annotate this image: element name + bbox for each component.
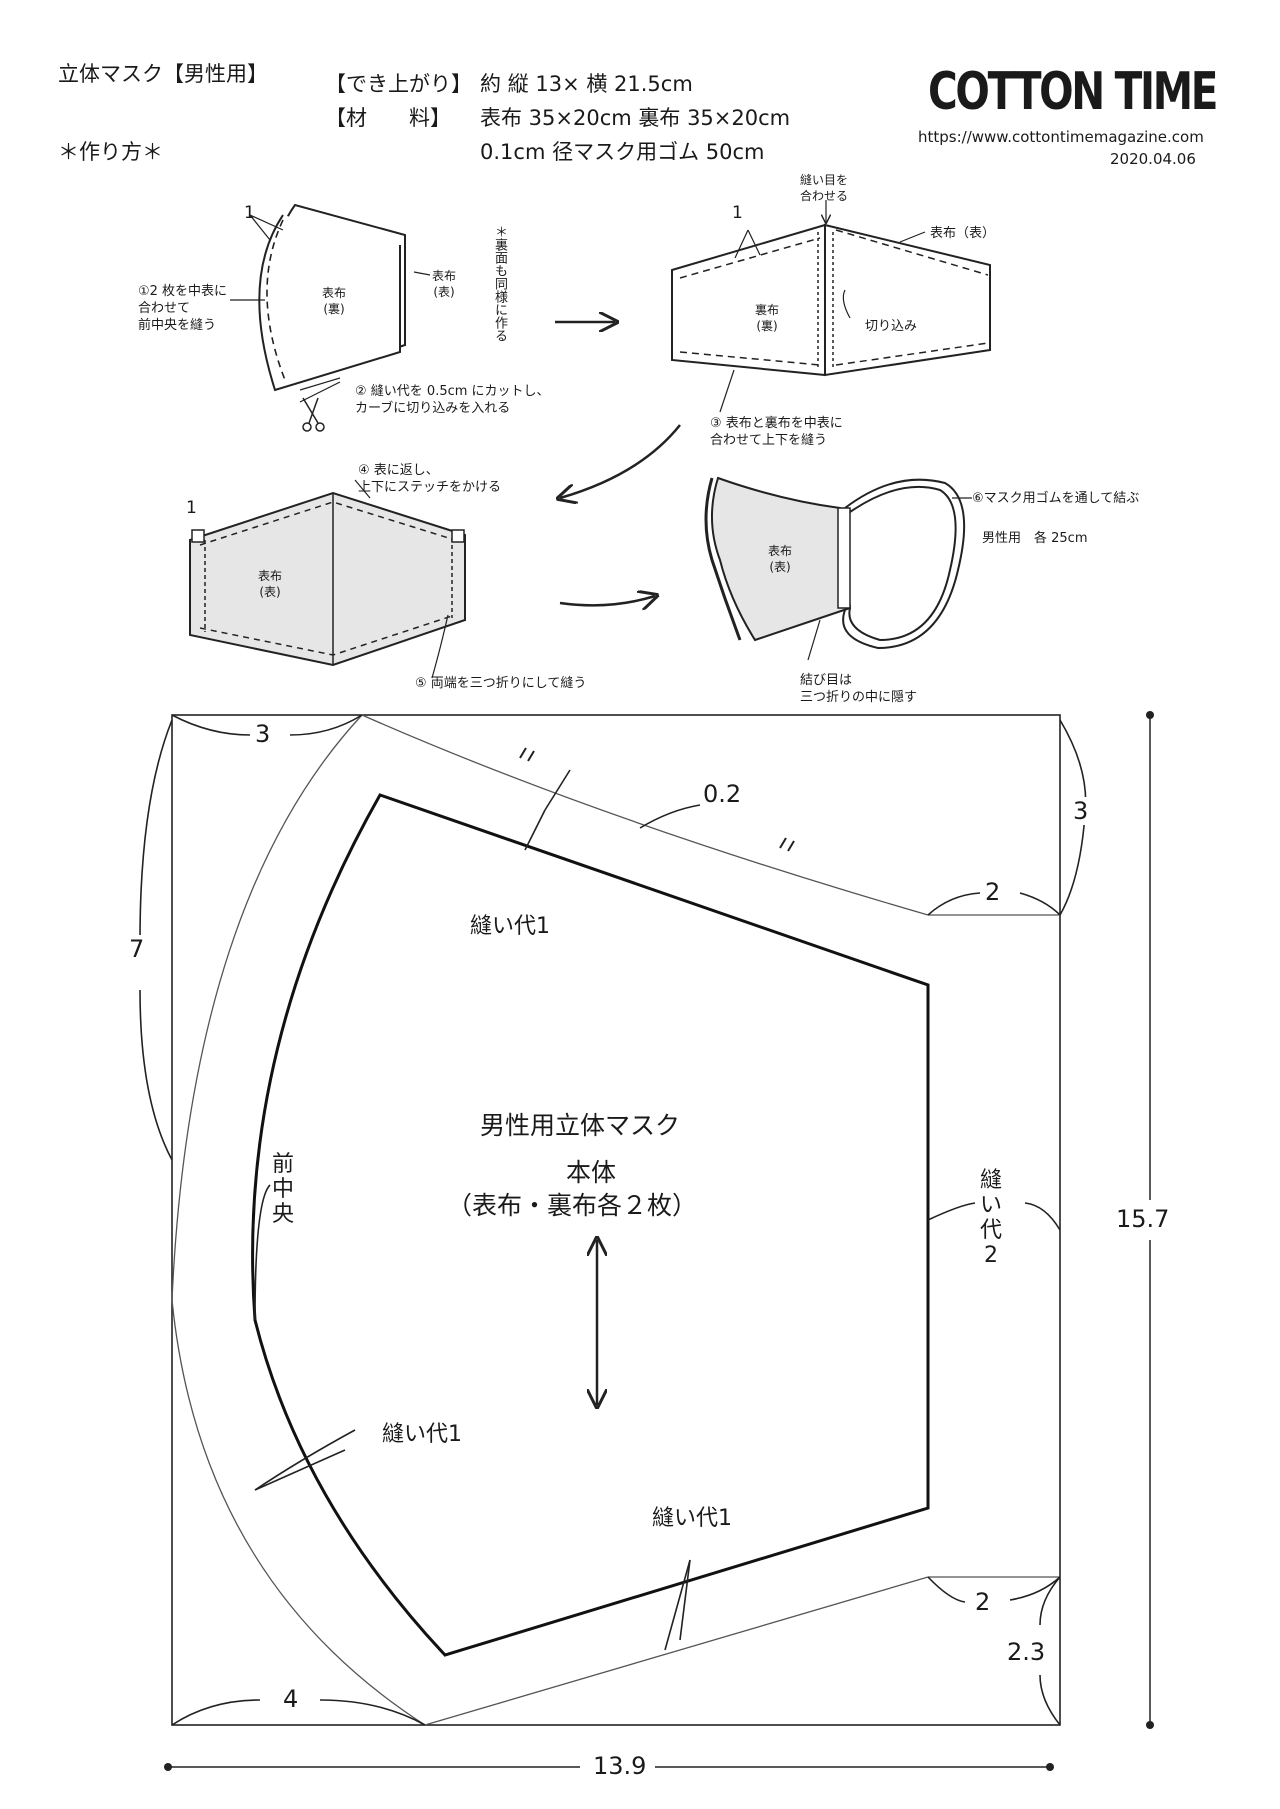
dim-height: 15.7 xyxy=(1116,1205,1170,1233)
seam-allowance-top: 縫い代1 xyxy=(470,914,550,939)
scissors-icon xyxy=(302,397,325,432)
date: 2020.04.06 xyxy=(1110,150,1196,168)
pattern-outer-frame xyxy=(171,714,1061,1726)
step1-label: ①2 枚を中表に 合わせて 前中央を縫う xyxy=(138,284,228,333)
material-line-2: 0.1cm 径マスク用ゴム 50cm xyxy=(480,140,765,164)
omote-label: 表布（表） xyxy=(930,226,996,241)
page-title: 立体マスク【男性用】 xyxy=(58,62,268,86)
step1-number: 1 xyxy=(244,203,255,223)
step1-outer-label: 表布 (表) xyxy=(432,269,457,299)
arrow-right-icon-2 xyxy=(559,596,655,605)
note-both-sides: ＊裏面も同様に作る xyxy=(492,225,507,342)
step3-drawing xyxy=(671,200,991,413)
step2-label: ② 縫い代を 0.5cm にカットし、 カーブに切り込みを入れる xyxy=(355,384,550,416)
step6-label: ⑥マスク用ゴムを通して結ぶ xyxy=(972,491,1140,506)
dim-top-left: 3 xyxy=(252,720,274,748)
dim-right-top: 3 xyxy=(1070,797,1092,825)
seam-allowance-left: 縫い代1 xyxy=(382,1422,462,1447)
step4-number: 1 xyxy=(186,498,197,518)
dim-width: 13.9 xyxy=(590,1752,650,1780)
pattern-cut-line xyxy=(171,714,1060,1726)
finished-label: 【でき上がり】 xyxy=(325,72,472,96)
step4-fabric-label: 表布 (表) xyxy=(258,569,283,599)
step3-label: ③ 表布と裏布を中表に 合わせて上下を縫う xyxy=(710,416,843,448)
step5-label: ⑤ 両端を三つ折りにして縫う xyxy=(415,676,587,691)
site-url: https://www.cottontimemagazine.com xyxy=(918,128,1204,146)
pattern-pieces: （表布・裏布各２枚） xyxy=(447,1191,698,1220)
dim-seam-0-2: 0.2 xyxy=(700,780,745,808)
front-center-label: 前 中 央 xyxy=(272,1152,295,1227)
lining-label: 裏布 (裏) xyxy=(755,303,780,333)
step1-drawing xyxy=(230,203,431,403)
material-label: 【材 料】 xyxy=(325,106,451,130)
seam-allowance-bottom: 縫い代1 xyxy=(652,1506,732,1531)
pattern-title: 男性用立体マスク xyxy=(480,1111,681,1140)
seam-align-label: 縫い目を 合わせる xyxy=(800,173,849,203)
cotton-time-logo: COTTON TIME xyxy=(928,62,1218,122)
how-to-heading: ＊作り方＊ xyxy=(58,140,163,164)
step4-label: ④ 表に返し、 上下にステッチをかける xyxy=(358,463,502,495)
step4-drawing xyxy=(189,479,466,679)
finished-size: 約 縦 13× 横 21.5cm xyxy=(480,72,693,96)
material-line-1: 表布 35×20cm 裏布 35×20cm xyxy=(480,106,791,130)
dim-right-2a: 2 xyxy=(982,878,1004,906)
seam-allowance-right: 縫 い 代 2 xyxy=(980,1168,1003,1268)
arrow-curve-icon xyxy=(560,424,681,498)
step3-number: 1 xyxy=(732,203,743,223)
dim-right-2b: 2 xyxy=(972,1588,994,1616)
dim-bottom-4: 4 xyxy=(280,1685,302,1713)
dim-left-7: 7 xyxy=(126,935,148,963)
match-mark-icon xyxy=(519,747,795,852)
notch-label: 切り込み xyxy=(865,319,918,334)
knot-note: 結び目は 三つ折りの中に隠す xyxy=(800,673,918,705)
pattern-finished-line xyxy=(251,793,930,1657)
dim-right-2-3: 2.3 xyxy=(1004,1638,1049,1666)
elastic-length: 男性用 各 25cm xyxy=(982,531,1088,546)
pattern-subtitle: 本体 xyxy=(566,1158,617,1187)
step6-drawing xyxy=(704,476,972,661)
step6-fabric-label: 表布 (表) xyxy=(768,544,793,574)
step1-fabric-label: 表布 (裏) xyxy=(322,286,347,316)
